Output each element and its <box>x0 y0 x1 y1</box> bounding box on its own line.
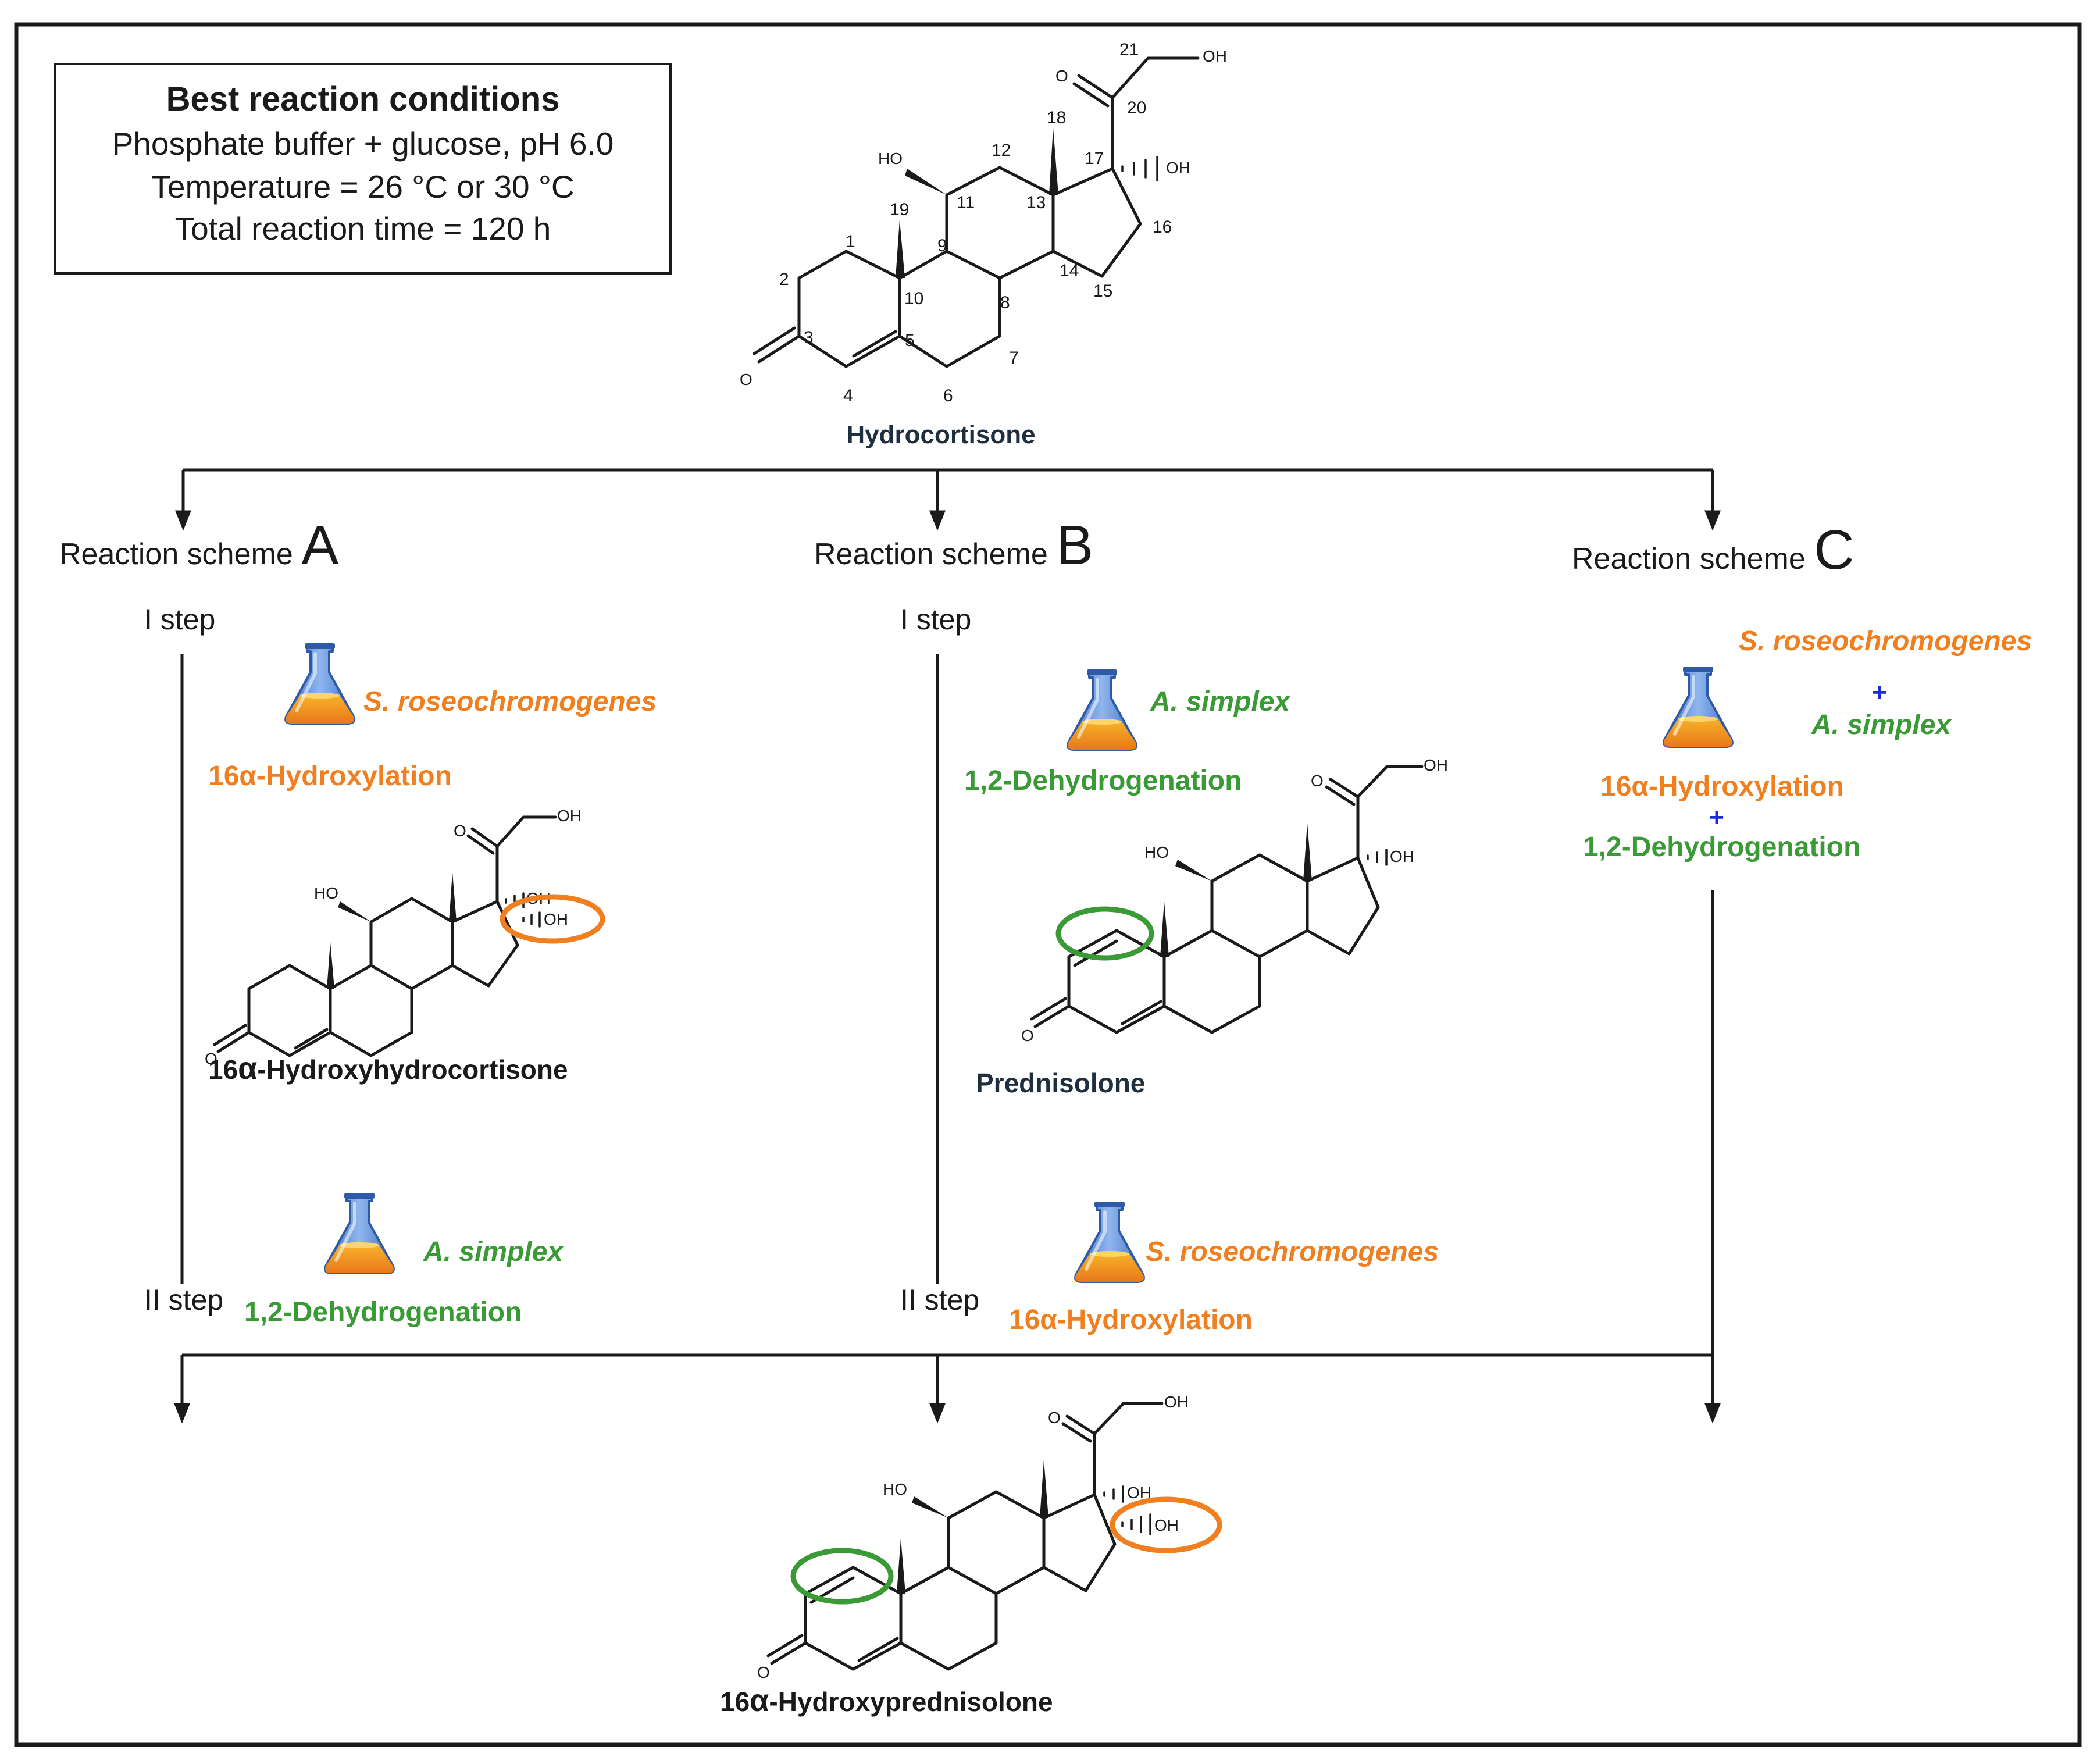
carbon-number: 17 <box>1085 149 1104 168</box>
outer-frame <box>14 22 2082 1747</box>
carbon-number: 2 <box>779 270 789 289</box>
scheme-b-title: Reaction scheme B <box>814 514 1093 576</box>
carbon-number: 7 <box>1009 348 1019 368</box>
prednisolone-label: Prednisolone <box>976 1068 1145 1098</box>
conditions-line-temperature: Temperature = 26 °C or 30 °C <box>151 169 574 205</box>
scheme-c-organism-2: A. simplex <box>1811 710 1952 740</box>
carbon-number: 21 <box>1119 40 1139 59</box>
scheme-c-reaction-2: 1,2-Dehydrogenation <box>1583 832 1860 863</box>
atom-oh-c17: OH <box>1390 847 1414 865</box>
carbon-number: 20 <box>1127 98 1146 117</box>
scheme-b-step1-organism: A. simplex <box>1150 686 1291 717</box>
scheme-a-step1-reaction: 16α-Hydroxylation <box>208 761 452 792</box>
hydroxyl-highlight-circle <box>500 894 605 944</box>
hydroxyhydrocortisone-label: 16α-Hydroxyhydrocortisone <box>208 1051 568 1086</box>
conditions-line-time: Total reaction time = 120 h <box>175 211 551 247</box>
atom-ho: HO <box>314 884 338 902</box>
scheme-b-step-2: II step <box>900 1284 979 1316</box>
atom-ho: HO <box>878 149 903 168</box>
scheme-a-step1-organism: S. roseochromogenes <box>363 686 657 717</box>
scheme-a-step-1: I step <box>144 603 215 636</box>
hydrocortisone-structure: O HO O OH OH 1 2 3 4 5 6 7 8 9 10 11 12 … <box>740 40 1227 405</box>
atom-ho: HO <box>1144 843 1169 861</box>
atom-oh-c21: OH <box>1424 756 1448 774</box>
scheme-b-step2-reaction: 16α-Hydroxylation <box>1009 1305 1253 1335</box>
carbon-number: 4 <box>843 386 853 405</box>
carbon-number: 15 <box>1093 281 1112 301</box>
conditions-line-buffer: Phosphate buffer + glucose, pH 6.0 <box>112 126 614 162</box>
carbon-number: 6 <box>943 386 953 405</box>
atom-o: O <box>757 1663 770 1681</box>
carbon-number: 8 <box>1000 293 1010 312</box>
scheme-c-plus-reactions: + <box>1709 803 1724 832</box>
carbon-number: 9 <box>937 236 947 255</box>
atom-oh-c21: OH <box>557 807 582 825</box>
atom-oh-c16: OH <box>1154 1516 1179 1534</box>
scheme-b-step1-reaction: 1,2-Dehydrogenation <box>964 765 1242 796</box>
atom-o: O <box>1021 1027 1034 1045</box>
carbon-number: 19 <box>890 200 909 219</box>
carbon-number: 16 <box>1153 218 1172 237</box>
scheme-a-step2-organism: A. simplex <box>423 1236 564 1267</box>
scheme-a-step2-reaction: 1,2-Dehydrogenation <box>244 1297 522 1328</box>
hydrocortisone-label: Hydrocortisone <box>846 420 1035 449</box>
atom-oh-c21: OH <box>1203 47 1227 65</box>
atom-o: O <box>205 1050 217 1068</box>
atom-oh-c21: OH <box>1164 1393 1189 1411</box>
carbon-number: 13 <box>1026 193 1046 212</box>
carbon-number: 5 <box>905 331 915 350</box>
scheme-a-title: Reaction scheme A <box>59 514 338 576</box>
scheme-c-title: Reaction scheme C <box>1572 519 1855 581</box>
scheme-c-plus-organisms: + <box>1872 678 1887 707</box>
double-bond-highlight-circle <box>790 1548 894 1605</box>
atom-o-c20: O <box>1055 67 1068 85</box>
hydroxyl-highlight-circle <box>1110 1496 1222 1553</box>
carbon-number: 11 <box>957 193 975 212</box>
double-bond-highlight-circle <box>1055 906 1154 961</box>
atom-o-c20: O <box>1048 1409 1061 1427</box>
scheme-b-step-1: I step <box>900 603 971 636</box>
carbon-number: 10 <box>904 289 923 308</box>
atom-o: O <box>740 370 753 389</box>
atom-o-c20: O <box>1311 772 1324 790</box>
carbon-number: 12 <box>992 141 1011 160</box>
conditions-title: Best reaction conditions <box>166 80 560 118</box>
carbon-number: 3 <box>804 328 814 347</box>
hydroxyprednisolone-structure: O HO O OH OH OH <box>757 1393 1222 1681</box>
atom-oh-c16: OH <box>544 910 568 928</box>
hydroxyprednisolone-label: 16α-Hydroxyprednisolone <box>720 1683 1053 1718</box>
prednisolone-structure: O HO O OH OH <box>1021 756 1448 1045</box>
conditions-box: Best reaction conditions Phosphate buffe… <box>54 63 672 275</box>
carbon-number: 14 <box>1060 261 1079 280</box>
carbon-number: 1 <box>846 232 855 251</box>
scheme-c-reaction-1: 16α-Hydroxylation <box>1600 771 1844 802</box>
atom-ho: HO <box>883 1480 907 1498</box>
atom-oh-c17: OH <box>1166 159 1190 177</box>
scheme-a-step-2: II step <box>144 1284 223 1316</box>
atom-o-c20: O <box>454 822 466 840</box>
scheme-b-step2-organism: S. roseochromogenes <box>1146 1236 1439 1267</box>
carbon-number: 18 <box>1047 108 1066 127</box>
scheme-c-organism-1: S. roseochromogenes <box>1739 626 2032 657</box>
hydroxyhydrocortisone-structure: O HO O OH OH OH <box>205 807 605 1068</box>
